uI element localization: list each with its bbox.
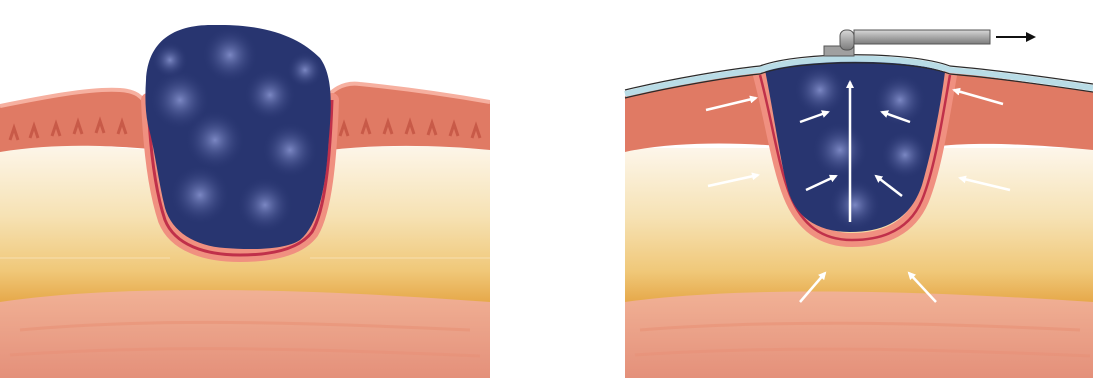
epidermis-right xyxy=(320,84,490,150)
panel-vacuum-applied xyxy=(610,0,1093,378)
foam-dressing xyxy=(145,25,330,249)
muscle-layer xyxy=(625,290,1093,378)
panel-after-svg xyxy=(610,0,1093,378)
epidermis-left xyxy=(0,90,160,152)
muscle-layer xyxy=(0,287,490,378)
panel-before-svg xyxy=(0,0,490,378)
suction-tube xyxy=(824,30,990,56)
panel-before-vacuum xyxy=(0,0,490,378)
